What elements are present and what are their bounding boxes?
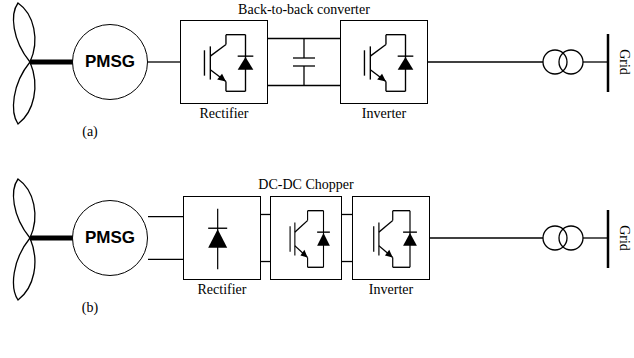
- inverter-box: Inverter: [340, 20, 428, 104]
- connector: [261, 214, 270, 261]
- grid-label: Grid: [616, 225, 632, 251]
- converter-title: Back-to-back converter: [238, 2, 370, 18]
- converter-label: Rectifier: [200, 106, 249, 122]
- grid-label: Grid: [616, 49, 632, 75]
- generator-label: PMSG: [85, 54, 135, 70]
- generator-circle: PMSG: [72, 24, 148, 100]
- connector: [148, 62, 180, 63]
- connector: [268, 38, 340, 85]
- igbt-symbol: [181, 21, 267, 103]
- grid-connection: [428, 50, 608, 250]
- grid-bus: [607, 34, 610, 268]
- subfigure-label: (a): [82, 124, 98, 140]
- rectifier-box: Rectifier: [180, 20, 268, 104]
- inverter-box: Inverter: [352, 196, 430, 280]
- turbine-blades: [14, 3, 35, 300]
- igbt-symbol: [271, 197, 341, 279]
- igbt-symbol: [341, 21, 427, 103]
- generator-label: PMSG: [85, 230, 135, 246]
- converter-label: Rectifier: [198, 282, 247, 298]
- igbt-symbol: [353, 197, 429, 279]
- rectifier-box: Rectifier: [183, 196, 261, 280]
- connector: [148, 217, 183, 260]
- chopper-box: DC-DC Chopper: [270, 196, 342, 280]
- converter-label: Inverter: [362, 106, 406, 122]
- connector: [342, 214, 352, 261]
- converter-label: Inverter: [369, 282, 413, 298]
- generator-circle: PMSG: [72, 200, 148, 276]
- subfigure-label: (b): [82, 300, 98, 316]
- turbine-shaft: [30, 62, 73, 238]
- converter-label: DC-DC Chopper: [258, 177, 353, 193]
- diode-symbol: [184, 197, 260, 279]
